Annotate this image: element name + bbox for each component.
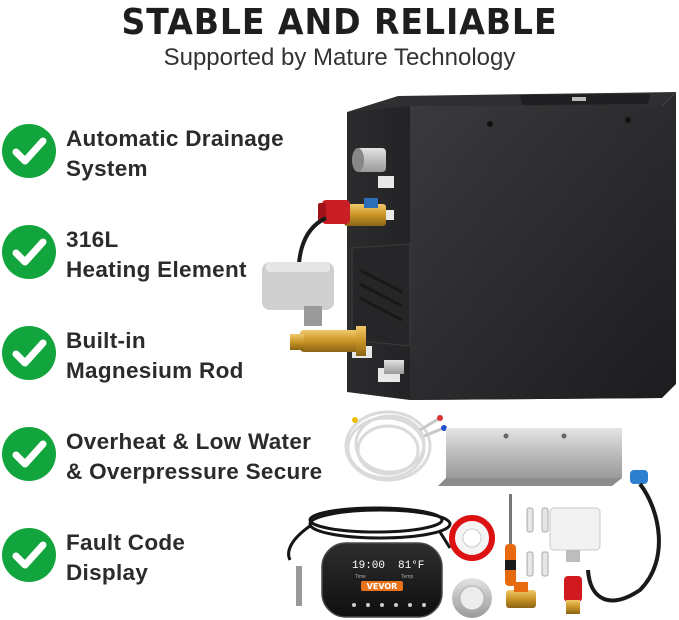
white-cable-coil xyxy=(344,410,447,482)
sensor-cable xyxy=(586,470,661,603)
brand-logo: VEVOR xyxy=(367,582,398,591)
checkmark-icon xyxy=(2,225,56,279)
checkmark-icon xyxy=(2,427,56,481)
drain-valve xyxy=(262,216,366,356)
steam-outlet-head xyxy=(452,578,492,618)
page-subtitle: Supported by Mature Technology xyxy=(163,44,516,71)
temp-readout: 81°F xyxy=(398,560,424,572)
temperature-sensor xyxy=(287,506,452,606)
feature-label: Overheat & Low Water& Overpressure Secur… xyxy=(66,429,323,484)
feature-item-safety-protection: Overheat & Low Water& Overpressure Secur… xyxy=(0,427,340,497)
page-title: STABLE AND RELIABLE xyxy=(121,2,558,43)
steam-generator xyxy=(347,92,676,400)
brass-valve xyxy=(506,582,536,608)
mounting-bracket xyxy=(438,428,622,486)
checkmark-icon xyxy=(2,326,56,380)
water-level-controller xyxy=(549,507,601,562)
pressure-relief-valve xyxy=(564,576,582,614)
safety-valve xyxy=(318,198,386,226)
time-label: Time xyxy=(355,574,366,580)
screws-and-anchors xyxy=(526,507,549,577)
time-readout: 19:00 xyxy=(352,560,385,572)
control-panel: 19:00 81°F Time Temp VEVOR xyxy=(321,542,443,618)
screwdriver xyxy=(505,494,516,586)
temp-label: Temp xyxy=(401,574,413,580)
checkmark-icon xyxy=(2,124,56,178)
checkmark-icon xyxy=(2,528,56,582)
teflon-tape xyxy=(449,515,495,561)
